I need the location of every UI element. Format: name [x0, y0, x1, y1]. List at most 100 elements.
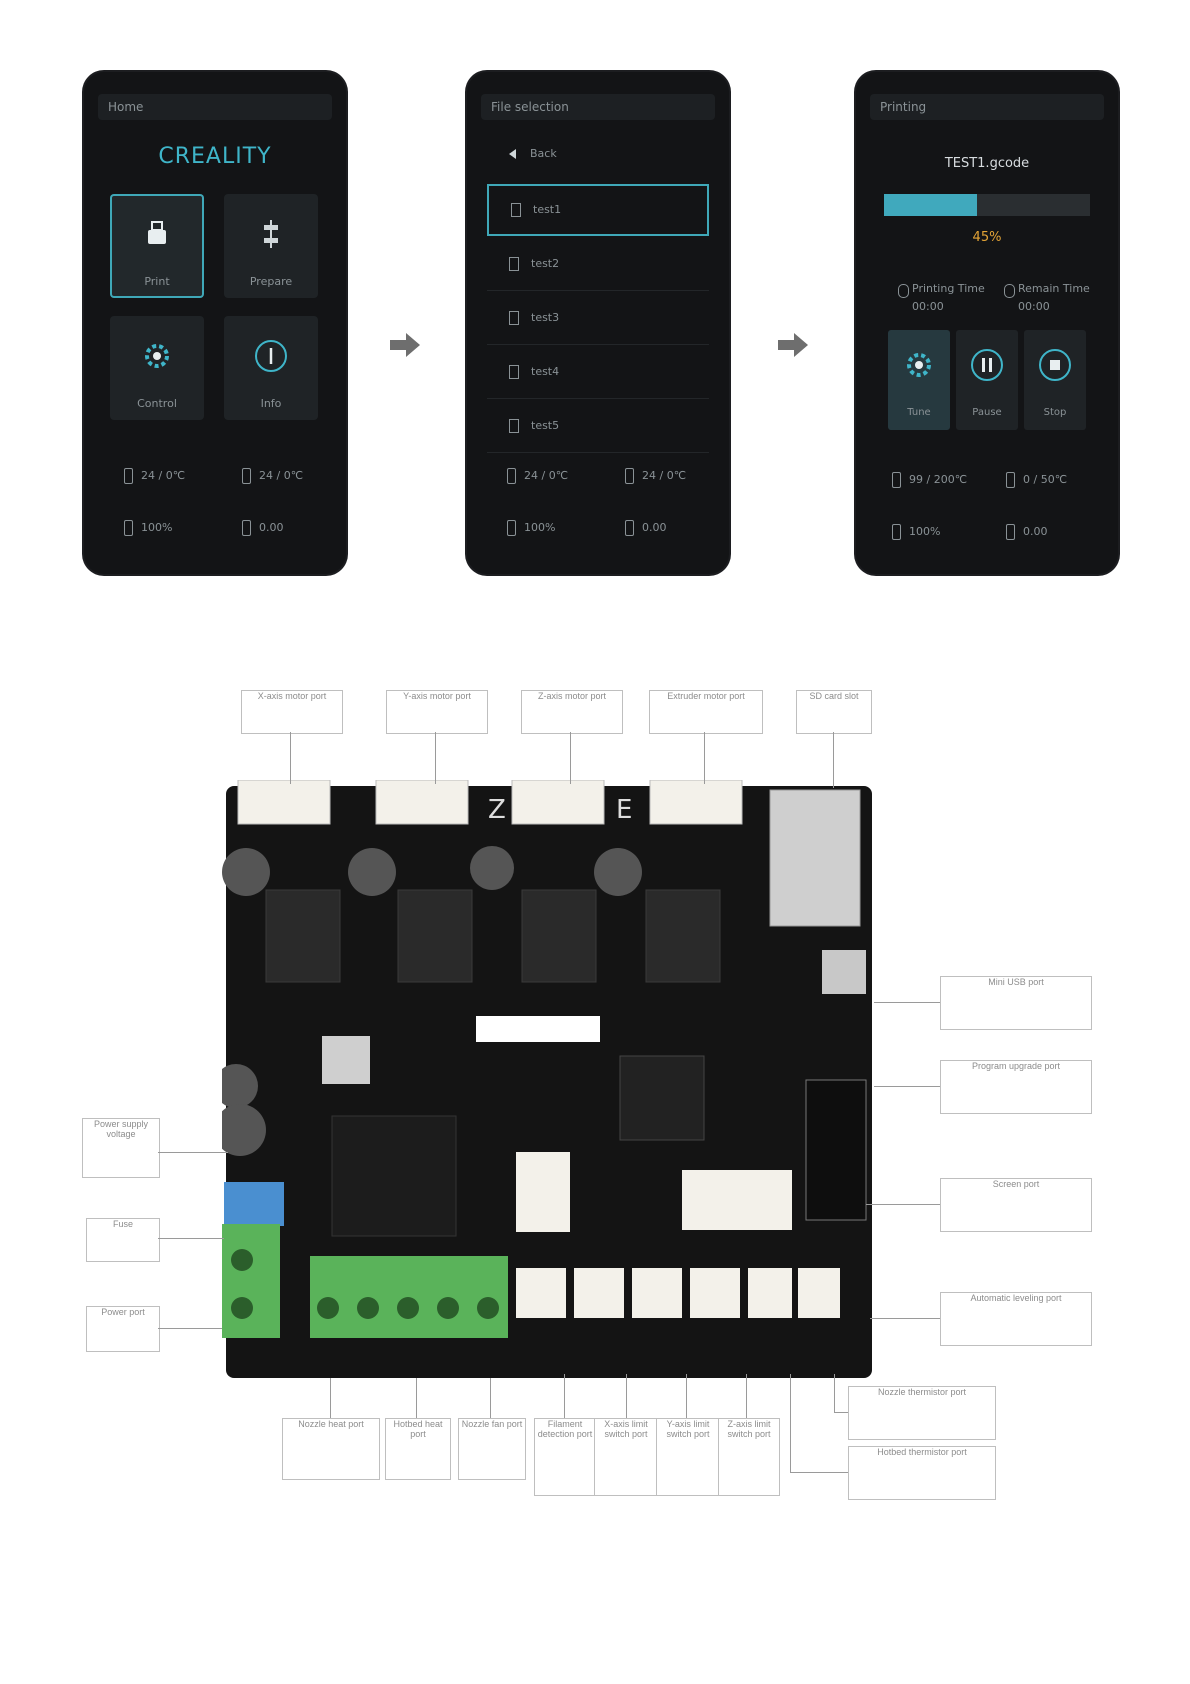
- print-filename: TEST1.gcode: [944, 156, 1030, 171]
- fan-icon: [124, 520, 133, 536]
- clock-icon: [898, 284, 909, 298]
- label-power-port: Power port: [86, 1306, 160, 1352]
- screen-title: Home: [98, 94, 332, 120]
- nozzle-temp: 24 / 0℃: [507, 468, 568, 484]
- tile-label: Print: [144, 275, 170, 288]
- nozzle-temp: 99 / 200℃: [892, 472, 967, 488]
- tile-info[interactable]: Info: [224, 316, 318, 420]
- label-power-supply-voltage: Power supply voltage: [82, 1118, 160, 1178]
- leader-line: [158, 1152, 228, 1153]
- nozzle-icon: [507, 468, 516, 484]
- leader-line: [570, 732, 571, 784]
- motor-connectors: [237, 780, 743, 825]
- label-auto-leveling-port: Automatic leveling port: [940, 1292, 1092, 1346]
- leader-line: [746, 1374, 747, 1418]
- file-icon: [509, 365, 519, 379]
- creality-logo: CREALITY: [158, 144, 272, 169]
- file-icon: [509, 257, 519, 271]
- nozzle-temp: 24 / 0℃: [124, 468, 185, 484]
- file-icon: [509, 311, 519, 325]
- bed-icon: [625, 468, 634, 484]
- leader-line: [686, 1374, 687, 1418]
- file-icon: [509, 419, 519, 433]
- bed-icon: [1006, 472, 1015, 488]
- tile-prepare[interactable]: Prepare: [224, 194, 318, 298]
- fan-icon: [507, 520, 516, 536]
- tile-control[interactable]: Control: [110, 316, 204, 420]
- label-mini-usb-port: Mini USB port: [940, 976, 1092, 1030]
- tile-print[interactable]: Print: [110, 194, 204, 298]
- back-item[interactable]: Back: [487, 128, 709, 180]
- tile-label: Prepare: [249, 275, 293, 288]
- leader-line: [435, 732, 436, 784]
- file-item[interactable]: test5: [487, 400, 709, 453]
- leader-line: [704, 732, 705, 784]
- tune-gear-icon: [907, 353, 931, 377]
- tune-button[interactable]: Tune: [888, 330, 950, 430]
- leader-line: [874, 1002, 940, 1003]
- screen-home: Home CREALITY Print Prepare Control Info…: [84, 72, 346, 574]
- leader-line: [790, 1374, 791, 1472]
- label-filament-detection-port: Filament detection port: [534, 1418, 596, 1496]
- progress-fill: [884, 194, 977, 216]
- stop-button[interactable]: Stop: [1024, 330, 1086, 430]
- leader-line: [416, 1378, 417, 1418]
- pause-icon: [971, 349, 1003, 381]
- leader-line: [158, 1238, 224, 1239]
- leader-line: [870, 1318, 940, 1319]
- label-nozzle-thermistor-port: Nozzle thermistor port: [848, 1386, 996, 1440]
- label-nozzle-heat-port: Nozzle heat port: [282, 1418, 380, 1480]
- bed-temp: 24 / 0℃: [242, 468, 303, 484]
- back-icon: [509, 149, 516, 159]
- nozzle-icon: [892, 472, 901, 488]
- leader-line: [564, 1374, 565, 1418]
- leader-line: [866, 1204, 940, 1205]
- leader-line: [158, 1328, 222, 1329]
- z-offset: 0.00: [1006, 524, 1048, 540]
- label-program-upgrade-port: Program upgrade port: [940, 1060, 1092, 1114]
- info-icon: [255, 340, 287, 372]
- label-fuse: Fuse: [86, 1218, 160, 1262]
- tile-label: Control: [137, 397, 177, 410]
- screen-file-selection: File selection Back test1 test2 test3 te…: [467, 72, 729, 574]
- pause-button[interactable]: Pause: [956, 330, 1018, 430]
- leader-line: [834, 1412, 848, 1413]
- tile-label: Info: [260, 397, 282, 410]
- label-hotbed-thermistor-port: Hotbed thermistor port: [848, 1446, 996, 1500]
- z-offset: 0.00: [625, 520, 667, 536]
- label-x-motor-port: X-axis motor port: [241, 690, 343, 734]
- screen-title: File selection: [481, 94, 715, 120]
- file-icon: [511, 203, 521, 217]
- leader-line: [490, 1378, 491, 1418]
- z-icon: [1006, 524, 1015, 540]
- prepare-sliders-icon: [264, 220, 278, 248]
- control-gear-icon: [145, 344, 169, 368]
- label-nozzle-fan-port: Nozzle fan port: [458, 1418, 526, 1480]
- leader-line: [833, 732, 834, 788]
- arrow-right-icon: [390, 333, 420, 357]
- z-offset: 0.00: [242, 520, 284, 536]
- file-item[interactable]: test3: [487, 292, 709, 345]
- file-item[interactable]: test4: [487, 346, 709, 399]
- silk-e: E: [616, 795, 632, 825]
- leader-line: [330, 1378, 331, 1418]
- label-y-limit-switch-port: Y-axis limit switch port: [656, 1418, 720, 1496]
- label-y-motor-port: Y-axis motor port: [386, 690, 488, 734]
- leader-line: [290, 732, 291, 784]
- file-item[interactable]: test2: [487, 238, 709, 291]
- file-item[interactable]: test1: [487, 184, 709, 236]
- bed-temp: 24 / 0℃: [625, 468, 686, 484]
- label-hotbed-heat-port: Hotbed heat port: [385, 1418, 451, 1480]
- arrow-right-icon: [778, 333, 808, 357]
- fan-icon: [892, 524, 901, 540]
- leader-line: [834, 1374, 835, 1412]
- label-extruder-motor-port: Extruder motor port: [649, 690, 763, 734]
- screen-title: Printing: [870, 94, 1104, 120]
- fan-speed: 100%: [507, 520, 555, 536]
- leader-line: [874, 1086, 940, 1087]
- z-icon: [242, 520, 251, 536]
- label-z-limit-switch-port: Z-axis limit switch port: [718, 1418, 780, 1496]
- bed-temp: 0 / 50℃: [1006, 472, 1067, 488]
